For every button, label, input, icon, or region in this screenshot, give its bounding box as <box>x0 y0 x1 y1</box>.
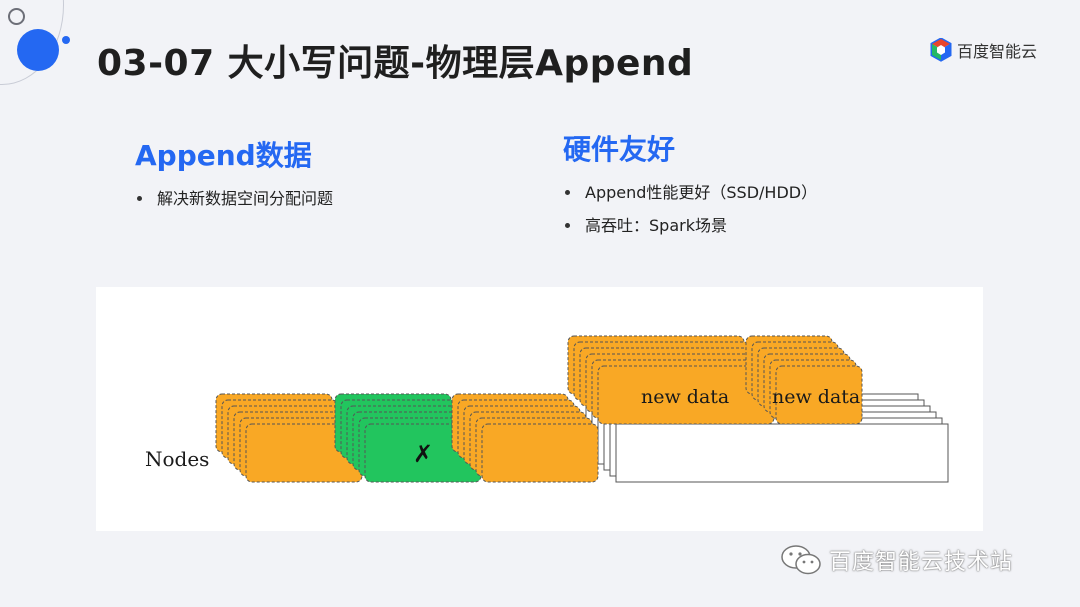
logo-text: 百度智能云 <box>957 42 1038 61</box>
wechat-icon <box>781 545 821 575</box>
page-title: 03-07 大小写问题-物理层Append <box>97 43 694 84</box>
decorative-blue-dot <box>17 29 59 71</box>
decorative-small-ring <box>8 8 25 25</box>
bullet-item: 解决新数据空间分配问题 <box>135 182 333 215</box>
decorative-small-blue-dot <box>62 36 70 44</box>
data-block-stack <box>451 393 599 483</box>
failed-mark-icon: ✗ <box>413 440 433 468</box>
bullet-item: 高吞吐：Spark场景 <box>563 209 817 242</box>
new-data-block-stack <box>567 335 775 425</box>
new-data-block-stack <box>745 335 863 425</box>
watermark: 百度智能云技术站 <box>779 543 1013 577</box>
nodes-label: Nodes <box>145 447 209 471</box>
section-heading: 硬件友好 <box>563 133 676 166</box>
nodes-diagram: Nodes new data new data ✗ <box>96 287 983 531</box>
bullet-list: Append性能更好（SSD/HDD） 高吞吐：Spark场景 <box>563 176 817 242</box>
data-block <box>481 423 599 483</box>
hardware-friendly-section: 硬件友好 Append性能更好（SSD/HDD） 高吞吐：Spark场景 <box>563 130 817 242</box>
data-block <box>775 365 863 425</box>
watermark-text: 百度智能云技术站 <box>829 550 1014 575</box>
track-layer <box>615 423 949 483</box>
append-data-section: Append数据 解决新数据空间分配问题 <box>135 136 333 215</box>
baidu-cloud-logo-icon <box>930 38 952 62</box>
bullet-item: Append性能更好（SSD/HDD） <box>563 176 817 209</box>
nodes-diagram-svg: Nodes new data new data ✗ <box>145 335 949 483</box>
new-data-label: new data <box>641 386 729 408</box>
new-data-label: new data <box>772 386 860 408</box>
section-heading: Append数据 <box>135 139 312 172</box>
bullet-list: 解决新数据空间分配问题 <box>135 182 333 215</box>
brand-logo: 百度智能云 <box>930 37 1037 63</box>
